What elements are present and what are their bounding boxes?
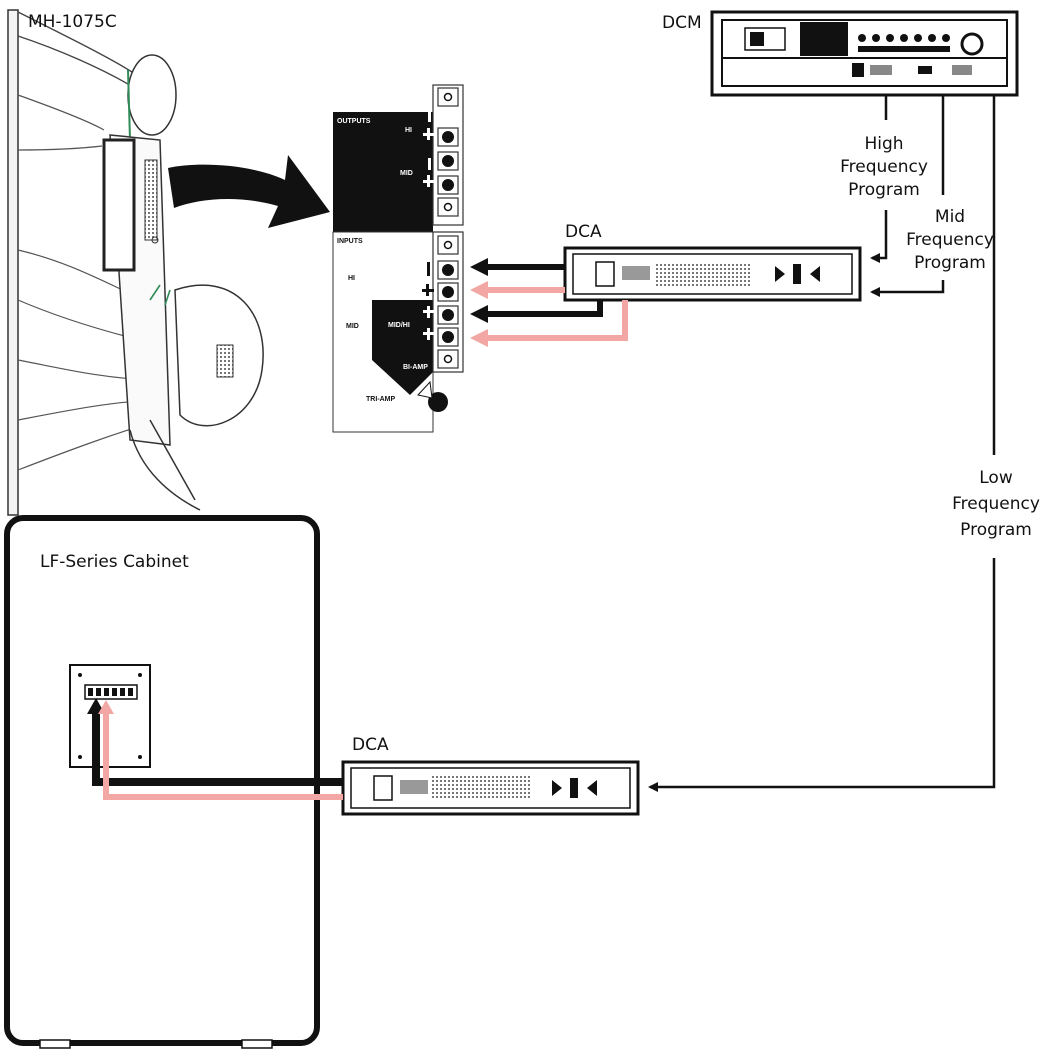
bi-amp-label: BI-AMP xyxy=(403,364,428,371)
mh-1075c-horn xyxy=(7,9,264,516)
outputs-hi-label: HI xyxy=(405,127,412,134)
high-program-label-line-1: High xyxy=(864,134,904,154)
mid-program-label-line-2: Frequency xyxy=(906,230,994,250)
low-program-label-line-3: Program xyxy=(960,520,1032,540)
high-frequency-signal-line xyxy=(872,95,888,258)
outputs-label: OUTPUTS xyxy=(337,118,371,125)
high-program-label-line-2: Frequency xyxy=(840,157,928,177)
dca-amplifier-bottom xyxy=(341,760,640,816)
speaker-wires-bottom xyxy=(87,698,343,800)
lf-cabinet-label: LF-Series Cabinet xyxy=(40,552,189,572)
inputs-label: INPUTS xyxy=(337,238,363,245)
mid-hi-label: MID/HI xyxy=(388,322,410,329)
curved-pointer-arrow xyxy=(168,155,330,228)
high-program-label-line-3: Program xyxy=(848,180,920,200)
speaker-wires-top xyxy=(470,258,628,347)
low-program-label-line-2: Frequency xyxy=(952,494,1040,514)
low-program-label-line-1: Low xyxy=(979,468,1013,488)
dca-top-label: DCA xyxy=(565,222,602,242)
terminal-panel xyxy=(332,84,464,433)
terminal-screws xyxy=(442,131,454,343)
tri-amp-label: TRI-AMP xyxy=(366,396,396,403)
low-frequency-signal-line xyxy=(650,95,996,787)
dcm-label: DCM xyxy=(662,13,702,33)
horn-model-label: MH-1075C xyxy=(28,12,117,32)
inputs-hi-label: HI xyxy=(348,275,355,282)
dca-amplifier-top xyxy=(563,246,862,302)
signal-lines xyxy=(650,95,996,787)
mid-program-label-line-3: Program xyxy=(914,253,986,273)
mid-frequency-signal-line xyxy=(872,95,945,292)
inputs-mid-label: MID xyxy=(346,323,359,330)
mid-program-label-line-1: Mid xyxy=(934,207,966,227)
dcm-processor-unit xyxy=(710,10,1019,97)
outputs-mid-label: MID xyxy=(400,170,413,177)
dca-bottom-label: DCA xyxy=(352,735,389,755)
terminal-strip xyxy=(432,84,464,373)
